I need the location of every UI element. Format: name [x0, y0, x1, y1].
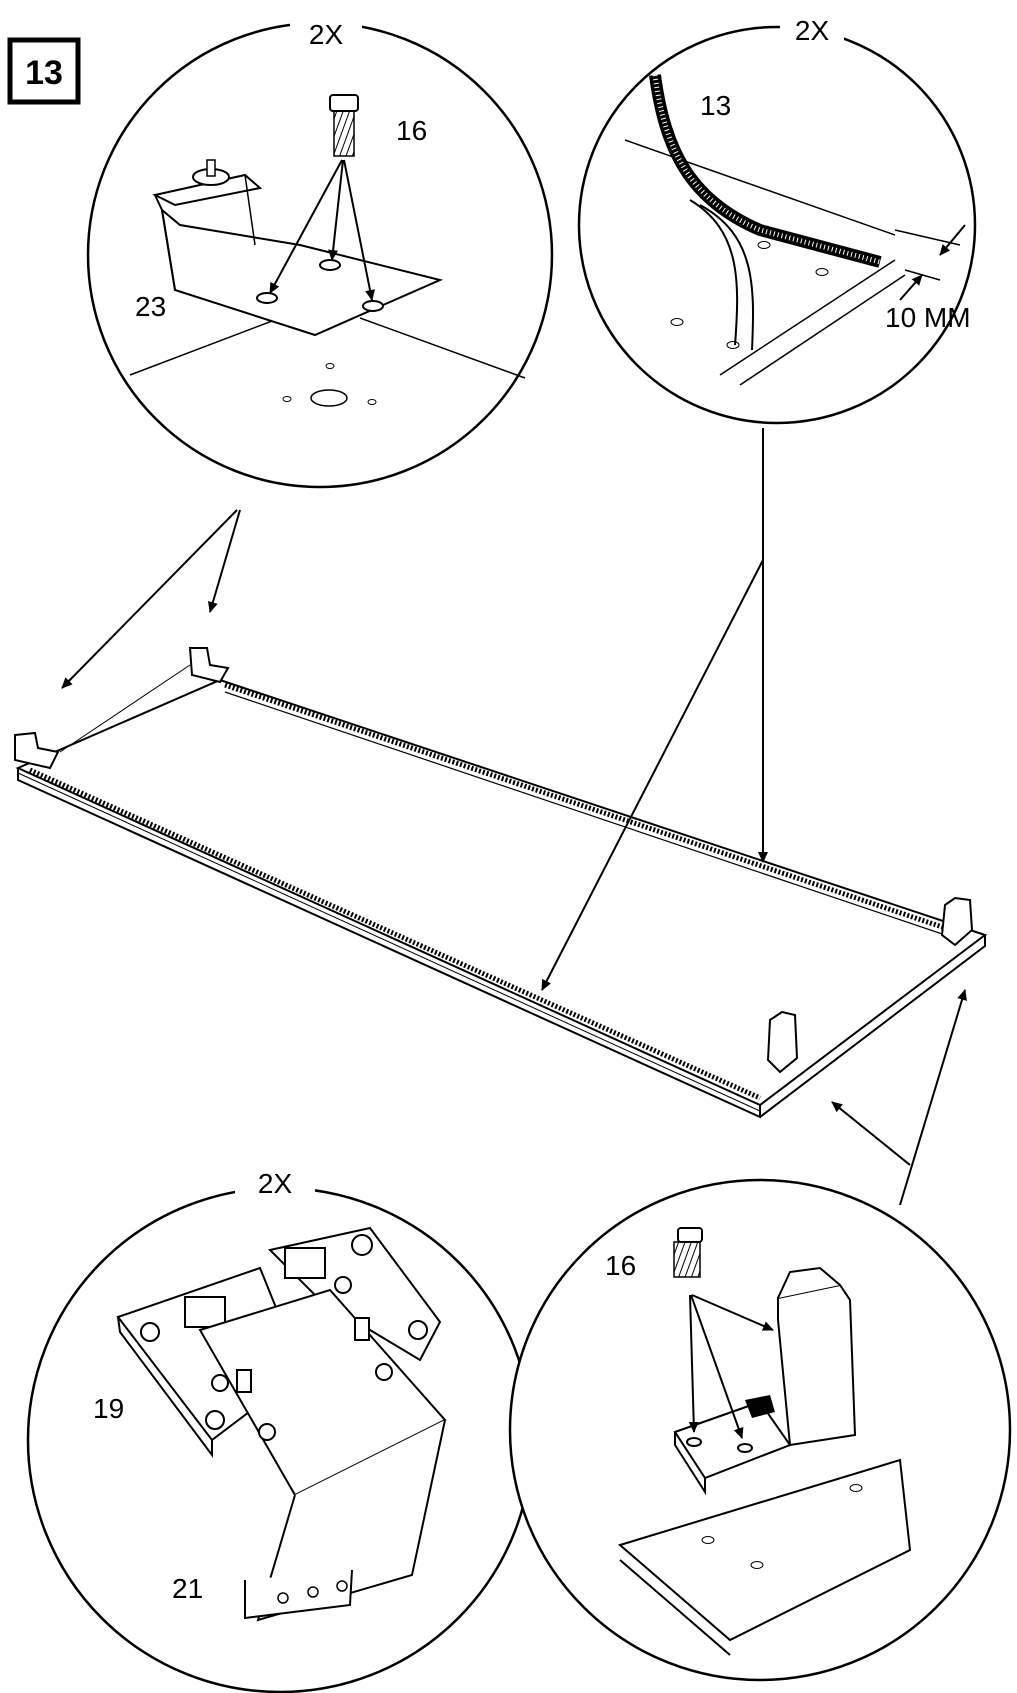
callout-bottom-left: 2X 19 21 [26, 1166, 534, 1693]
leader-arrows [61, 428, 967, 1206]
label-part-13: 13 [700, 90, 731, 121]
step-number: 13 [25, 54, 63, 92]
corner-bracket-left-far [188, 647, 230, 684]
screw-part-16 [329, 94, 359, 157]
callout-bottom-right: 16 [508, 1178, 1012, 1682]
callout-top-right: 2X 13 10 MM [577, 14, 977, 425]
callout-top-left: 2X 23 16 [86, 18, 554, 489]
hinge-part-21 [198, 1276, 447, 1622]
callout-top-right-multiplier: 2X [795, 15, 830, 46]
callout-bottom-left-multiplier: 2X [258, 1168, 293, 1199]
main-panel [14, 647, 988, 1119]
step-number-box: 13 [7, 37, 81, 105]
brush-strip-part-13 [649, 74, 882, 351]
corner-bracket-left-near [14, 731, 60, 770]
dimension-10mm: 10 MM [885, 224, 971, 333]
label-part-23: 23 [135, 291, 166, 322]
callout-top-left-multiplier: 2X [309, 19, 344, 50]
corner-bracket-right-near [766, 1010, 799, 1074]
label-part-19: 19 [93, 1393, 124, 1424]
screw-part-16-bottom [673, 1227, 703, 1278]
label-part-21: 21 [172, 1573, 203, 1604]
corner-bracket-right-far [940, 896, 974, 947]
label-part-16-top: 16 [396, 115, 427, 146]
bracket-part-23 [152, 159, 444, 337]
dimension-label: 10 MM [885, 302, 971, 333]
label-part-16-bottom: 16 [605, 1250, 636, 1281]
